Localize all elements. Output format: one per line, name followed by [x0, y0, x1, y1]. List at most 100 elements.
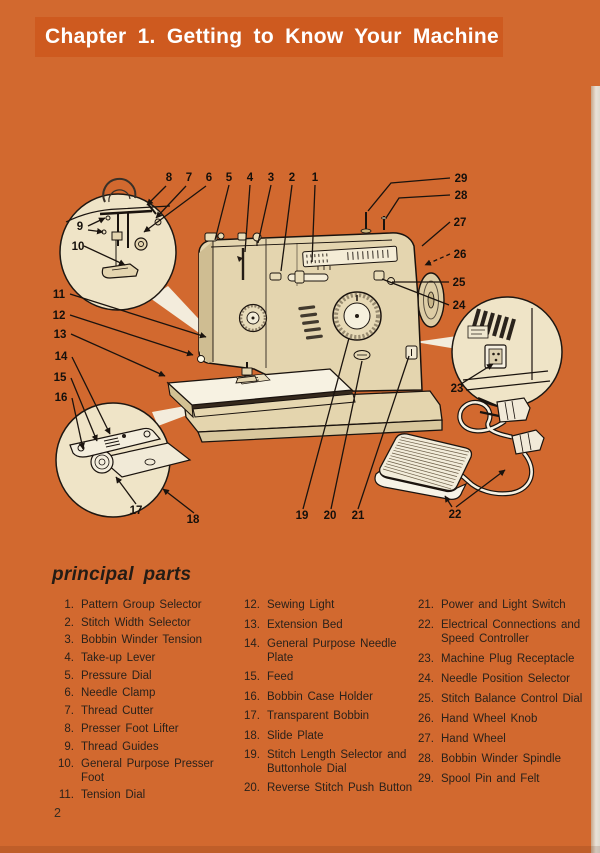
callout-number: 25	[453, 277, 466, 289]
part-list-item: 1. Pattern Group Selector	[52, 599, 231, 613]
pattern-group-selector	[302, 245, 398, 268]
callout-number: 7	[186, 172, 192, 184]
sewing-light	[197, 355, 205, 363]
part-number: 9.	[64, 740, 74, 753]
callout-number: 8	[166, 172, 173, 184]
part-list-item: 28.Bobbin Winder Spindle	[412, 753, 593, 767]
part-number: 5.	[64, 669, 74, 682]
part-list-item: 2.Stitch Width Selector	[52, 617, 231, 631]
part-number: 28.	[418, 752, 434, 765]
page-number: 2	[54, 806, 61, 820]
part-number: 25.	[418, 692, 434, 705]
bobbin-area-inset	[55, 402, 192, 518]
part-name: Power and Light Switch	[441, 599, 566, 611]
spool-pin	[360, 212, 372, 234]
callout-number: 21	[352, 510, 365, 522]
part-list-item: 15.Feed	[238, 671, 417, 685]
part-list-item: 19.Stitch Length Selector and Buttonhole…	[238, 749, 417, 776]
power-cord-illustration	[457, 396, 545, 497]
part-list-item: 27. Hand Wheel	[412, 733, 593, 747]
part-list-item: 10.General Purpose Presser Foot	[52, 758, 231, 785]
part-list-item: 3.Bobbin Winder Tension	[52, 634, 231, 648]
receptacle-inset	[451, 296, 563, 408]
part-number: 21.	[418, 599, 434, 611]
part-number: 27.	[418, 732, 434, 745]
part-name: Thread Guides	[81, 740, 159, 753]
part-list-item: 17.Transparent Bobbin	[238, 710, 417, 724]
part-name: Thread Cutter	[81, 705, 154, 718]
callout-number: 24	[453, 300, 466, 312]
reverse-stitch-button	[353, 350, 371, 360]
part-name: Hand Wheel	[441, 732, 506, 745]
needle-position-selector	[373, 270, 385, 281]
thread-guide	[237, 232, 247, 241]
part-list-item: 25. Stitch Balance Control Dial	[412, 693, 593, 707]
part-name: Needle Clamp	[81, 687, 156, 700]
part-number: 1.	[64, 599, 74, 611]
callout-number: 6	[206, 172, 212, 184]
part-list-item: 16.Bobbin Case Holder	[238, 691, 417, 705]
parts-column-2: 12.Sewing Light 13.Extension Bed 14.Gene…	[238, 599, 417, 802]
part-number: 20.	[244, 782, 260, 794]
foot-controller-illustration	[374, 433, 473, 500]
callout-number: 15	[54, 372, 67, 384]
callout-number: 26	[454, 249, 467, 261]
part-list-item: 14.General Purpose Needle Plate	[238, 638, 417, 665]
chapter-header-band: Chapter 1. Getting to Know Your Machine	[35, 17, 503, 57]
callout-number: 17	[130, 505, 143, 517]
part-list-item: 20. Reverse Stitch Push Button	[238, 782, 417, 796]
part-number: 6.	[64, 687, 74, 700]
machine-plug-receptacle	[484, 344, 507, 369]
part-list-item: 24.Needle Position Selector	[412, 673, 593, 687]
page-edge	[591, 86, 600, 853]
part-name: Machine Plug Receptacle	[441, 652, 575, 665]
part-name: Stitch Balance Control Dial	[441, 692, 583, 705]
part-name: General Purpose Needle Plate	[267, 638, 397, 664]
part-list-item: 4.Take-up Lever	[52, 652, 231, 666]
callout-number: 12	[53, 310, 66, 322]
part-name: Stitch Width Selector	[81, 616, 191, 629]
part-name: Reverse Stitch Push Button	[267, 782, 413, 794]
part-list-item: 12.Sewing Light	[238, 599, 417, 613]
part-name: Sewing Light	[267, 599, 335, 611]
part-number: 16.	[244, 690, 260, 703]
pedal-ribs	[382, 436, 470, 490]
power-light-switch	[405, 345, 418, 360]
part-list-item: 13.Extension Bed	[238, 619, 417, 633]
parts-column-3: 21. Power and Light Switch 22.Electrical …	[412, 599, 593, 793]
part-list-item: 22.Electrical Connections and Speed Cont…	[412, 619, 593, 646]
hand-wheel	[417, 272, 445, 328]
part-name: Pattern Group Selector	[81, 599, 202, 611]
vent-slots	[298, 305, 323, 340]
callout-number: 22	[449, 509, 462, 521]
part-name: Bobbin Winder Tension	[81, 634, 203, 647]
part-number: 10.	[58, 758, 74, 771]
bobbin-winder-spindle	[381, 216, 387, 230]
callout-number: 27	[454, 217, 467, 229]
tension-dial	[238, 303, 268, 333]
part-number: 11.	[58, 789, 74, 802]
part-name: Take-up Lever	[81, 652, 156, 665]
stitch-width-selector	[269, 266, 331, 284]
callout-number: 2	[289, 172, 295, 184]
wall-plug	[477, 396, 531, 423]
part-list-item: 6. Needle Clamp	[52, 687, 231, 701]
callout-number: 3	[268, 172, 274, 184]
part-number: 7.	[64, 705, 74, 718]
part-number: 18.	[244, 729, 260, 742]
part-list-item: 18.Slide Plate	[238, 730, 417, 744]
part-number: 22.	[418, 619, 434, 631]
callout-number: 13	[54, 329, 67, 341]
part-list-item: 9. Thread Guides	[52, 741, 231, 755]
part-list-item: 8.Presser Foot Lifter	[52, 723, 231, 737]
callout-number: 14	[55, 351, 68, 363]
part-number: 23.	[418, 652, 434, 665]
machine-diagram: 1 2 3 4 5 6 7 8 9 10 11 12 13 14 15 16 1…	[53, 172, 563, 526]
part-number: 17.	[244, 710, 260, 722]
extension-bed	[166, 368, 356, 419]
stitch-length-selector-dial	[332, 291, 382, 341]
part-list-item: 5. Pressure Dial	[52, 670, 231, 684]
part-name: Pressure Dial	[81, 669, 152, 682]
section-title: principal parts	[52, 564, 192, 585]
slide-plate	[98, 442, 192, 478]
